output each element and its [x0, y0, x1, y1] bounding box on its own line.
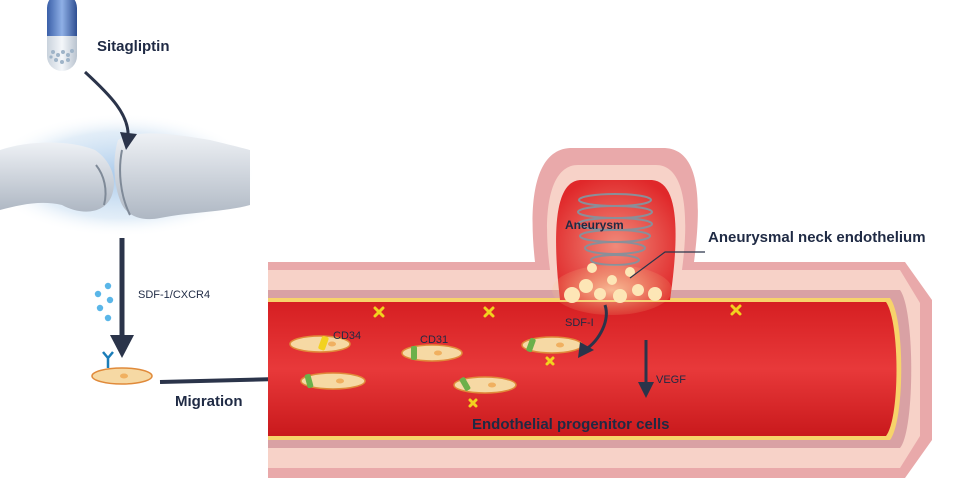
progenitor-cell — [91, 351, 153, 385]
cell-cd31 — [401, 344, 463, 362]
label-cd31: CD31 — [420, 334, 449, 346]
cell-5 — [453, 376, 517, 394]
coil-icon — [577, 193, 653, 266]
neck-endothelium — [552, 263, 672, 315]
cell-4 — [300, 372, 366, 390]
label-neck-endothelium: Aneurysmal neck endothelium — [708, 229, 926, 246]
label-vegf: VEGF — [656, 374, 686, 386]
arrow-to-joint — [83, 70, 137, 150]
neck-leader-line — [629, 251, 705, 279]
sdf1-molecules — [94, 282, 114, 322]
capsule-icon — [47, 0, 77, 71]
label-epc: Endothelial progenitor cells — [472, 416, 670, 433]
yellow-markers — [373, 304, 742, 408]
label-cd34: CD34 — [333, 330, 362, 342]
bone-joint-icon — [0, 113, 257, 237]
arrow-to-cell — [110, 238, 134, 358]
label-sitagliptin: Sitagliptin — [97, 38, 170, 55]
receptor-icon — [102, 351, 114, 368]
label-migration: Migration — [175, 393, 243, 410]
label-aneurysm: Aneurysm — [565, 218, 624, 232]
endothelial-cells — [289, 335, 583, 394]
cell-3 — [521, 336, 583, 354]
label-sdf1-cxcr4: SDF-1/CXCR4 — [138, 289, 211, 301]
cell-cd34 — [289, 335, 351, 353]
sdf1-arrow — [578, 304, 608, 358]
label-sdf1: SDF-I — [565, 317, 594, 329]
vegf-arrow — [638, 340, 654, 398]
